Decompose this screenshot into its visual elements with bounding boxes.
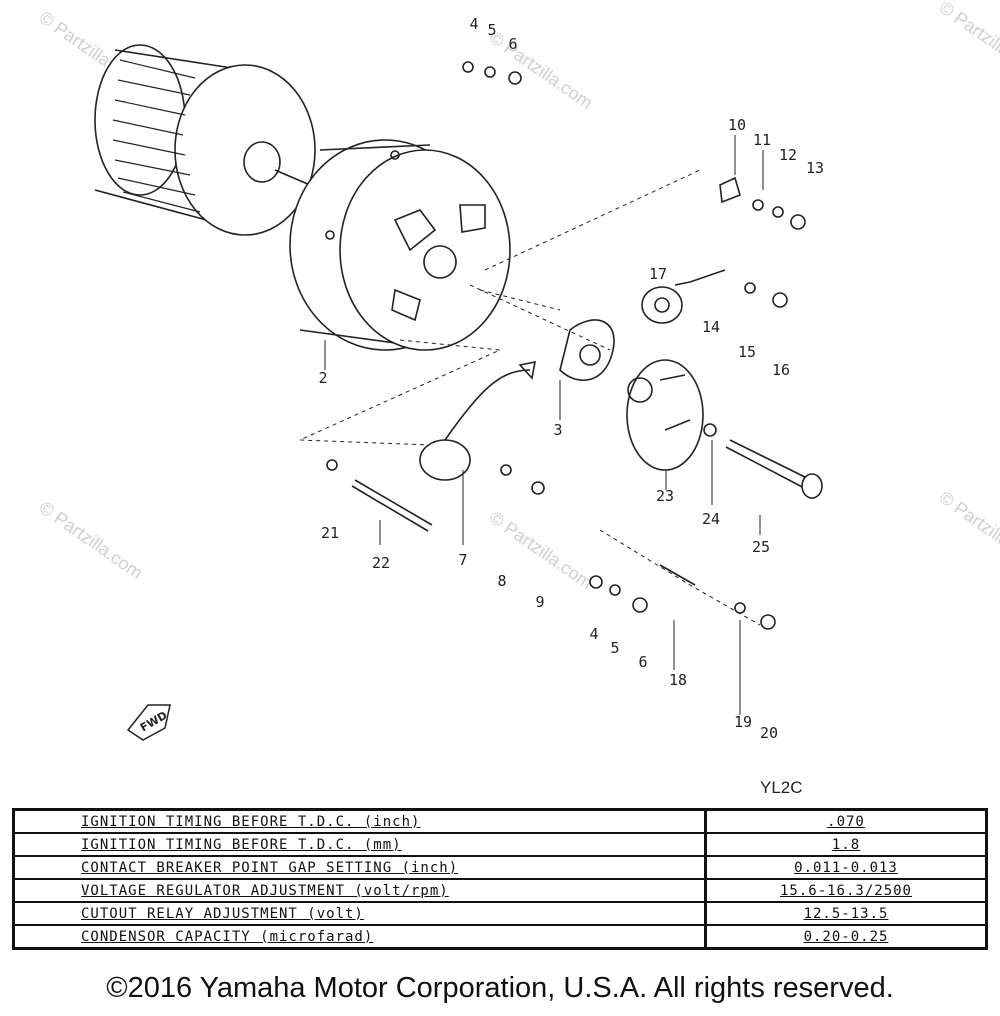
- cam: [641, 286, 683, 324]
- armature-rotor: [94, 44, 316, 236]
- table-row: CUTOUT RELAY ADJUSTMENT (volt) 12.5-13.5: [13, 902, 987, 926]
- callout-14: 14: [701, 318, 721, 336]
- bolt-head-25: [801, 473, 823, 499]
- condenser: [419, 360, 537, 481]
- long-bolt-25: [725, 439, 816, 491]
- table-row: CONTACT BREAKER POINT GAP SETTING (inch)…: [13, 856, 987, 880]
- callout-4b: 4: [589, 625, 599, 643]
- callout-7: 7: [458, 551, 468, 569]
- spec-label: CUTOUT RELAY ADJUSTMENT (volt): [13, 902, 706, 926]
- callout-17: 17: [648, 265, 668, 283]
- callout-24: 24: [701, 510, 721, 528]
- callout-18: 18: [668, 671, 688, 689]
- forward-arrow-icon: FWD: [126, 704, 171, 741]
- long-bolt-22: [351, 479, 433, 532]
- callout-8: 8: [497, 572, 507, 590]
- copyright-notice: ©2016 Yamaha Motor Corporation, U.S.A. A…: [106, 972, 894, 1004]
- callout-6: 6: [508, 35, 518, 53]
- spec-value: 0.20-0.25: [704, 925, 987, 950]
- callout-10: 10: [727, 116, 747, 134]
- spec-value: .070: [704, 809, 987, 834]
- governor-plate: [626, 359, 704, 471]
- callout-16: 16: [771, 361, 791, 379]
- callout-5b: 5: [610, 639, 620, 657]
- specs-table: IGNITION TIMING BEFORE T.D.C. (inch) .07…: [12, 808, 988, 950]
- callout-9: 9: [535, 593, 545, 611]
- table-row: IGNITION TIMING BEFORE T.D.C. (mm) 1.8: [13, 833, 987, 857]
- breaker-plate: [559, 319, 615, 382]
- spec-value: 12.5-13.5: [704, 902, 987, 926]
- spec-label: VOLTAGE REGULATOR ADJUSTMENT (volt/rpm): [13, 879, 706, 903]
- callout-12: 12: [778, 146, 798, 164]
- table-row: CONDENSOR CAPACITY (microfarad) 0.20-0.2…: [13, 925, 987, 950]
- callout-3: 3: [553, 421, 563, 439]
- screws-washers: [326, 61, 806, 630]
- callout-13: 13: [805, 159, 825, 177]
- exploded-parts-diagram: FWD: [94, 44, 823, 741]
- callout-25: 25: [751, 538, 771, 556]
- callout-21: 21: [320, 524, 340, 542]
- callout-15: 15: [737, 343, 757, 361]
- table-row: IGNITION TIMING BEFORE T.D.C. (inch) .07…: [13, 809, 987, 834]
- spec-value: 1.8: [704, 833, 987, 857]
- callout-23: 23: [655, 487, 675, 505]
- callout-4: 4: [469, 15, 479, 33]
- callout-20: 20: [759, 724, 779, 742]
- callout-22: 22: [371, 554, 391, 572]
- callout-11: 11: [752, 131, 772, 149]
- callout-2: 2: [318, 369, 328, 387]
- table-row: VOLTAGE REGULATOR ADJUSTMENT (volt/rpm) …: [13, 879, 987, 903]
- callout-19: 19: [733, 713, 753, 731]
- stator-housing: [289, 139, 511, 351]
- callout-5: 5: [487, 21, 497, 39]
- spec-value: 15.6-16.3/2500: [704, 879, 987, 903]
- spec-label: CONTACT BREAKER POINT GAP SETTING (inch): [13, 856, 706, 880]
- model-code: YL2C: [760, 778, 803, 797]
- callout-6b: 6: [638, 653, 648, 671]
- spec-value: 0.011-0.013: [704, 856, 987, 880]
- spec-label: CONDENSOR CAPACITY (microfarad): [13, 925, 706, 950]
- spec-label: IGNITION TIMING BEFORE T.D.C. (mm): [13, 833, 706, 857]
- spec-label: IGNITION TIMING BEFORE T.D.C. (inch): [13, 809, 706, 834]
